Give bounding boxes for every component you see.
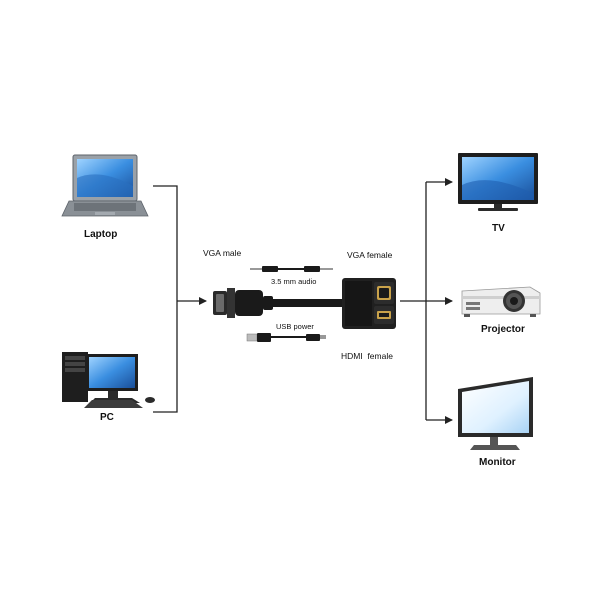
pc-label: PC [100,412,114,423]
usb-cable-icon [246,333,326,342]
audio-label: 3.5 mm audio [271,277,317,286]
vga-male-label: VGA male [203,248,242,258]
monitor-icon [458,377,533,450]
monitor-label: Monitor [479,457,516,468]
output-connector-lines [400,178,453,424]
tv-label: TV [492,223,505,234]
pc-icon [62,352,155,408]
tv-icon [458,153,538,211]
laptop-label: Laptop [84,229,118,240]
audio-cable-icon [250,266,333,272]
vga-female-label: VGA female [347,250,393,260]
adapter-icon [342,278,396,329]
laptop-icon [61,154,149,217]
projector-label: Projector [481,324,525,335]
hdmi-female-label: HDMI female [341,351,393,361]
usb-power-label: USB power [276,322,314,331]
input-connector-lines [153,185,207,413]
vga-cable-icon [213,288,343,318]
projector-icon [461,286,541,317]
